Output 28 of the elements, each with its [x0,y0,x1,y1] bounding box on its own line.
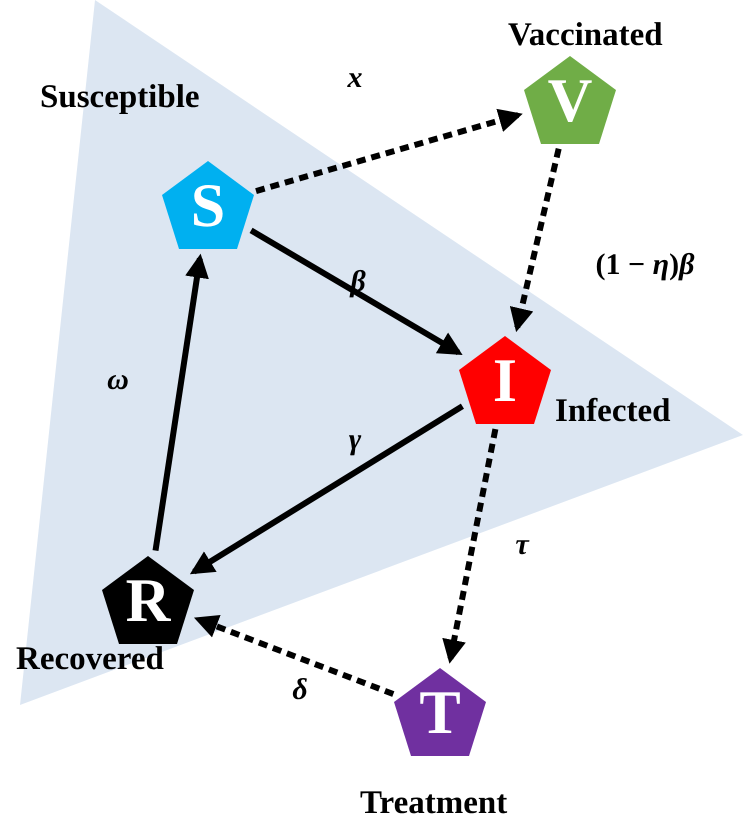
edge-label: x [348,61,362,95]
edge-label: ω [107,363,129,397]
dashed-arrow [255,108,523,194]
node-label: Treatment [360,784,508,822]
node-letter: R [124,566,172,636]
node-label: Recovered [16,640,164,678]
node-label: Susceptible [40,78,200,116]
arrow [250,228,463,356]
edge-label: (1 − η)β [596,248,694,282]
dashed-arrow [194,615,394,697]
pentagon-node [392,666,488,758]
pentagon-node [160,159,256,251]
dashed-arrow [442,428,498,664]
node-letter: T [418,678,462,748]
node-label: Vaccinated [508,16,663,54]
node-letter: S [190,171,226,241]
pentagon-node [457,334,553,426]
node-label: Infected [555,392,670,430]
edge-label: δ [292,673,308,707]
edge-label: γ [348,423,362,457]
node-letter: I [492,346,518,416]
arrow [152,254,209,552]
pentagon-node [522,54,618,146]
dashed-arrow [510,148,562,332]
arrow [190,404,464,574]
edge-label: τ [515,528,529,562]
pentagon-node [100,554,196,646]
node-letter: V [546,66,594,136]
